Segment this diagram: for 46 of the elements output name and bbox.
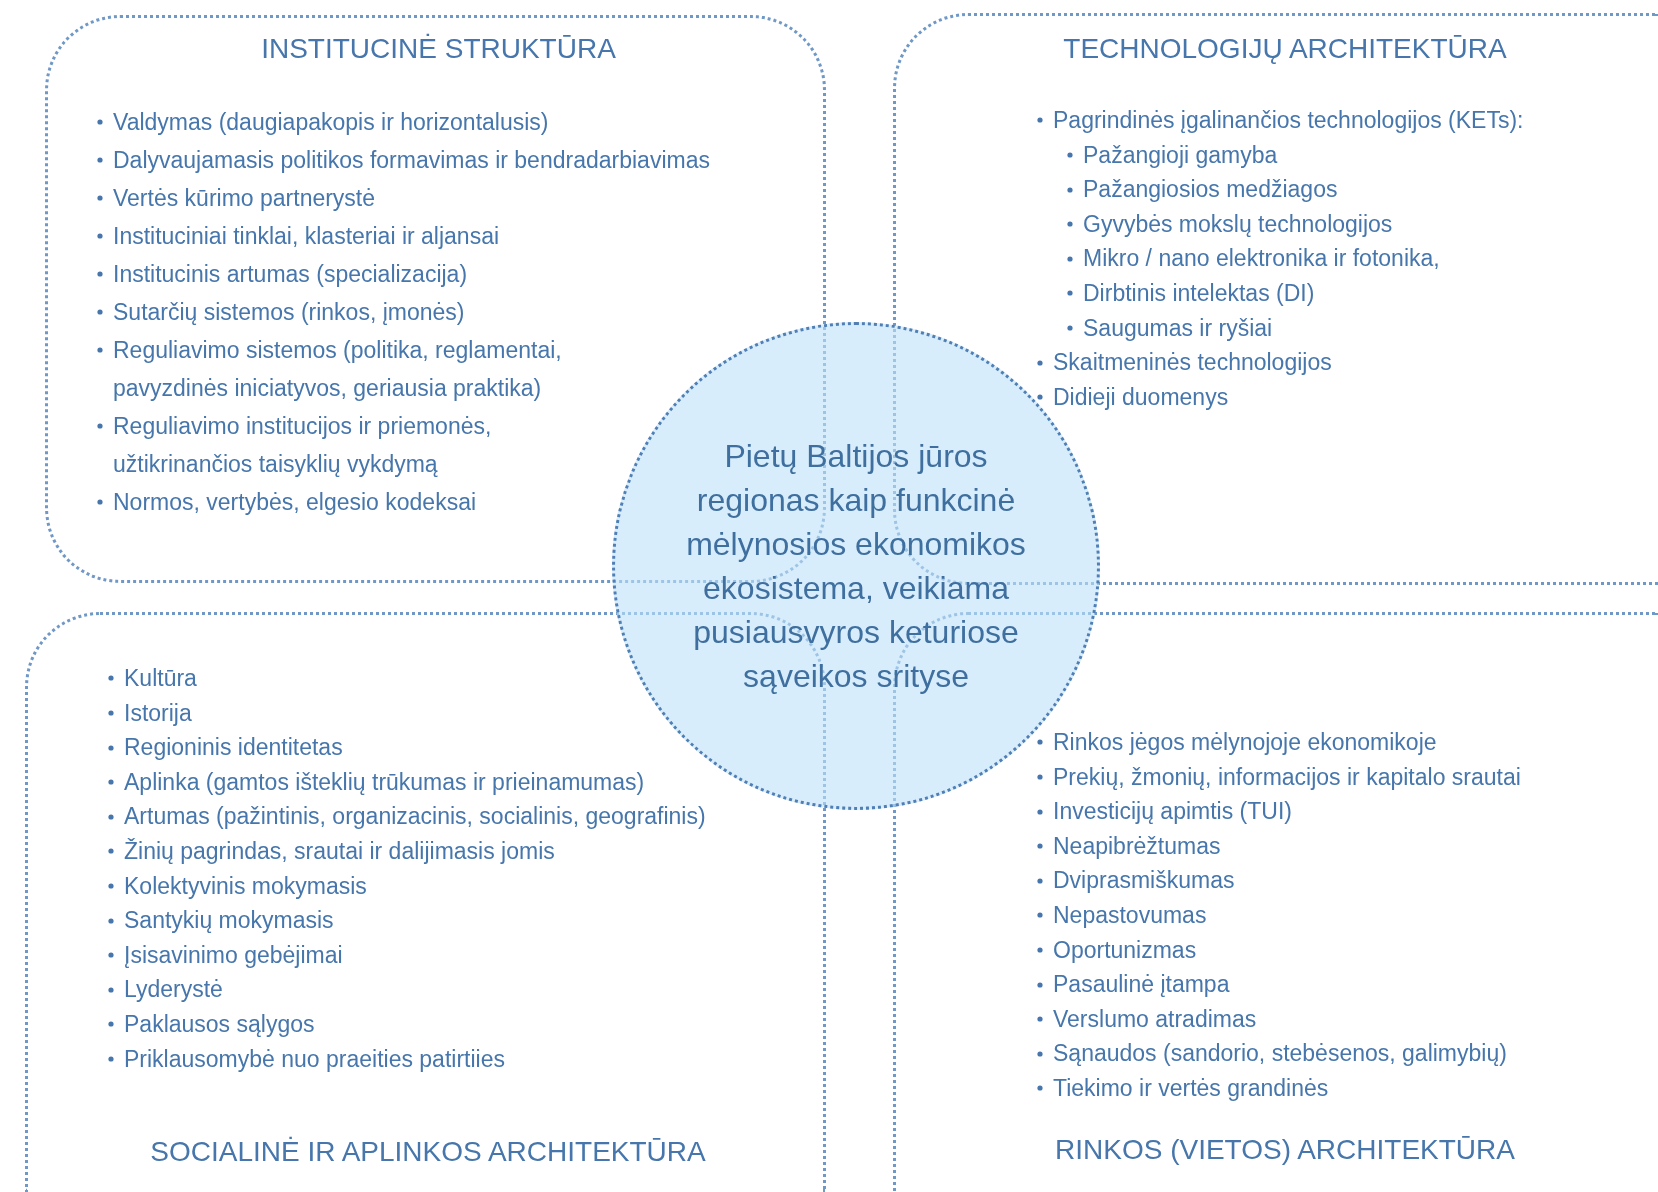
list-item: Kolektyvinis mokymasis (124, 871, 367, 901)
list-item: Skaitmeninės technologijos (1053, 348, 1332, 378)
list-item: Paklausos sąlygos (124, 1010, 315, 1039)
panel-heading: RINKOS (VIETOS) ARCHITEKTŪRA (1054, 1134, 1516, 1166)
panel-heading: TECHNOLOGIJŲ ARCHITEKTŪRA (1062, 33, 1508, 65)
list-item: Tiekimo ir vertės grandinės (1053, 1074, 1329, 1103)
list-item: Instituciniai tinklai, klasteriai ir aljansai (113, 222, 500, 251)
list-item: Rinkos jėgos mėlynojoje ekonomikoje (1053, 728, 1437, 757)
central-text: Pietų Baltijos jūros regionas kaip funkcinė mėlynosios ekonomikos ekosistema, veikiama pusiausvyros keturiose sąveikos srityse (685, 437, 1027, 696)
list-item: Aplinka (gamtos išteklių trūkumas ir prieinamumas) (124, 767, 645, 797)
list-item: Žinių pagrindas, srautai ir dalijimasis jomis (124, 837, 555, 866)
list-item: Sutarčių sistemos (rinkos, įmonės) (113, 298, 465, 327)
panel-heading: INSTITUCINĖ STRUKTŪRA (260, 33, 617, 65)
list-item: Investicijų apimtis (TUI) (1053, 797, 1292, 827)
list-item: Reguliavimo institucijos ir priemonės, užtikrinančios taisyklių vykdymą (113, 412, 493, 479)
list-item: Pagrindinės įgalinančios technologijos (KETs): (1053, 106, 1524, 135)
panel-heading: SOCIALINĖ IR APLINKOS ARCHITEKTŪRA (149, 1136, 707, 1168)
list-item: Nepastovumas (1053, 901, 1207, 930)
list-item: Prekių, žmonių, informacijos ir kapitalo srautai (1053, 762, 1521, 792)
list-item: Priklausomybė nuo praeities patirtiies (124, 1044, 505, 1074)
list-item: Santykių mokymasis (124, 906, 334, 936)
list-item: Artumas (pažintinis, organizacinis, socialinis, geografinis) (124, 802, 706, 832)
list-item: Kultūra (124, 664, 197, 693)
list-item: Dalyvaujamasis politikos formavimas ir bendradarbiavimas (113, 146, 710, 175)
list-item: Verslumo atradimas (1053, 1004, 1257, 1034)
list-item: Vertės kūrimo partnerystė (113, 184, 376, 213)
list-item: Regioninis identitetas (124, 733, 343, 763)
list-item: Reguliavimo sistemos (politika, reglamentai, pavyzdinės iniciatyvos, geriausia praktika) (113, 336, 563, 403)
list-item: Valdymas (daugiapakopis ir horizontalusis) (113, 108, 549, 137)
list-item: Neapibrėžtumas (1053, 831, 1221, 861)
list-item: Saugumas ir ryšiai (1083, 313, 1273, 343)
list-item: Gyvybės mokslų technologijos (1083, 209, 1393, 239)
list-item: Sąnaudos (sandorio, stebėsenos, galimybių) (1053, 1039, 1507, 1069)
list-item: Mikro / nano elektronika ir fotonika, (1083, 244, 1440, 274)
list-item: Institucinis artumas (specializacija) (113, 260, 468, 289)
list-item: Istorija (124, 698, 192, 728)
list-item: Didieji duomenys (1053, 382, 1229, 412)
list-item: Oportunizmas (1053, 935, 1197, 965)
list-item: Įsisavinimo gebėjimai (124, 940, 343, 970)
list-item: Lyderystė (124, 975, 223, 1005)
list-item: Dirbtinis intelektas (DI) (1083, 279, 1315, 308)
list-item: Pažangiosios medžiagos (1083, 175, 1338, 205)
list-item: Pažangioji gamyba (1083, 140, 1278, 170)
list-item: Normos, vertybės, elgesio kodeksai (113, 488, 477, 517)
list-item: Dviprasmiškumas (1053, 866, 1235, 896)
list-item: Pasaulinė įtampa (1053, 970, 1230, 1000)
